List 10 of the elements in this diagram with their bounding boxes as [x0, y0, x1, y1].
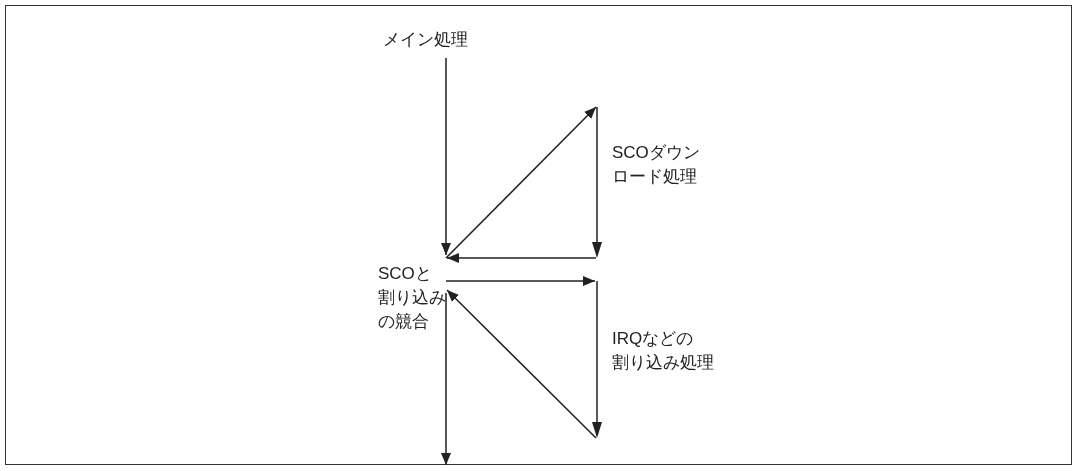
arrow: [446, 253, 597, 263]
text-label: SCOと割り込みの競合: [378, 263, 446, 333]
arrow: [441, 57, 451, 256]
text-label: メイン処理: [383, 29, 468, 51]
text-label: SCOダウンロード処理: [612, 142, 700, 188]
arrow: [445, 106, 597, 259]
text-label: IRQなどの割り込み処理: [612, 328, 714, 374]
arrow: [445, 276, 596, 286]
arrow: [446, 289, 597, 439]
arrow: [441, 292, 451, 466]
